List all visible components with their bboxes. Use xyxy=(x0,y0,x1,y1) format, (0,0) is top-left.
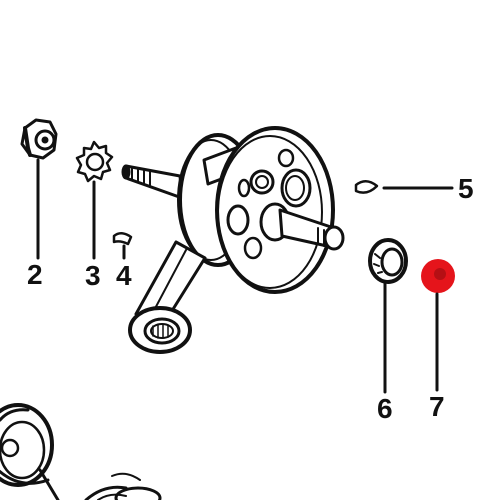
callout-5: 5 xyxy=(458,173,474,204)
lock-washer xyxy=(75,140,114,260)
callout-6: 6 xyxy=(377,393,393,424)
callout-3: 3 xyxy=(85,260,101,291)
half-moon-key xyxy=(354,180,454,194)
main-bearing xyxy=(368,238,408,394)
callout-2: 2 xyxy=(27,259,43,290)
callout-4: 4 xyxy=(116,260,132,291)
crank-nut xyxy=(20,118,58,260)
crankshaft-assembly xyxy=(121,126,345,354)
woodruff-key xyxy=(112,232,133,260)
partial-crank-view xyxy=(0,403,162,500)
callout-7: 7 xyxy=(429,391,445,422)
oil-seal-highlighted xyxy=(421,259,455,392)
